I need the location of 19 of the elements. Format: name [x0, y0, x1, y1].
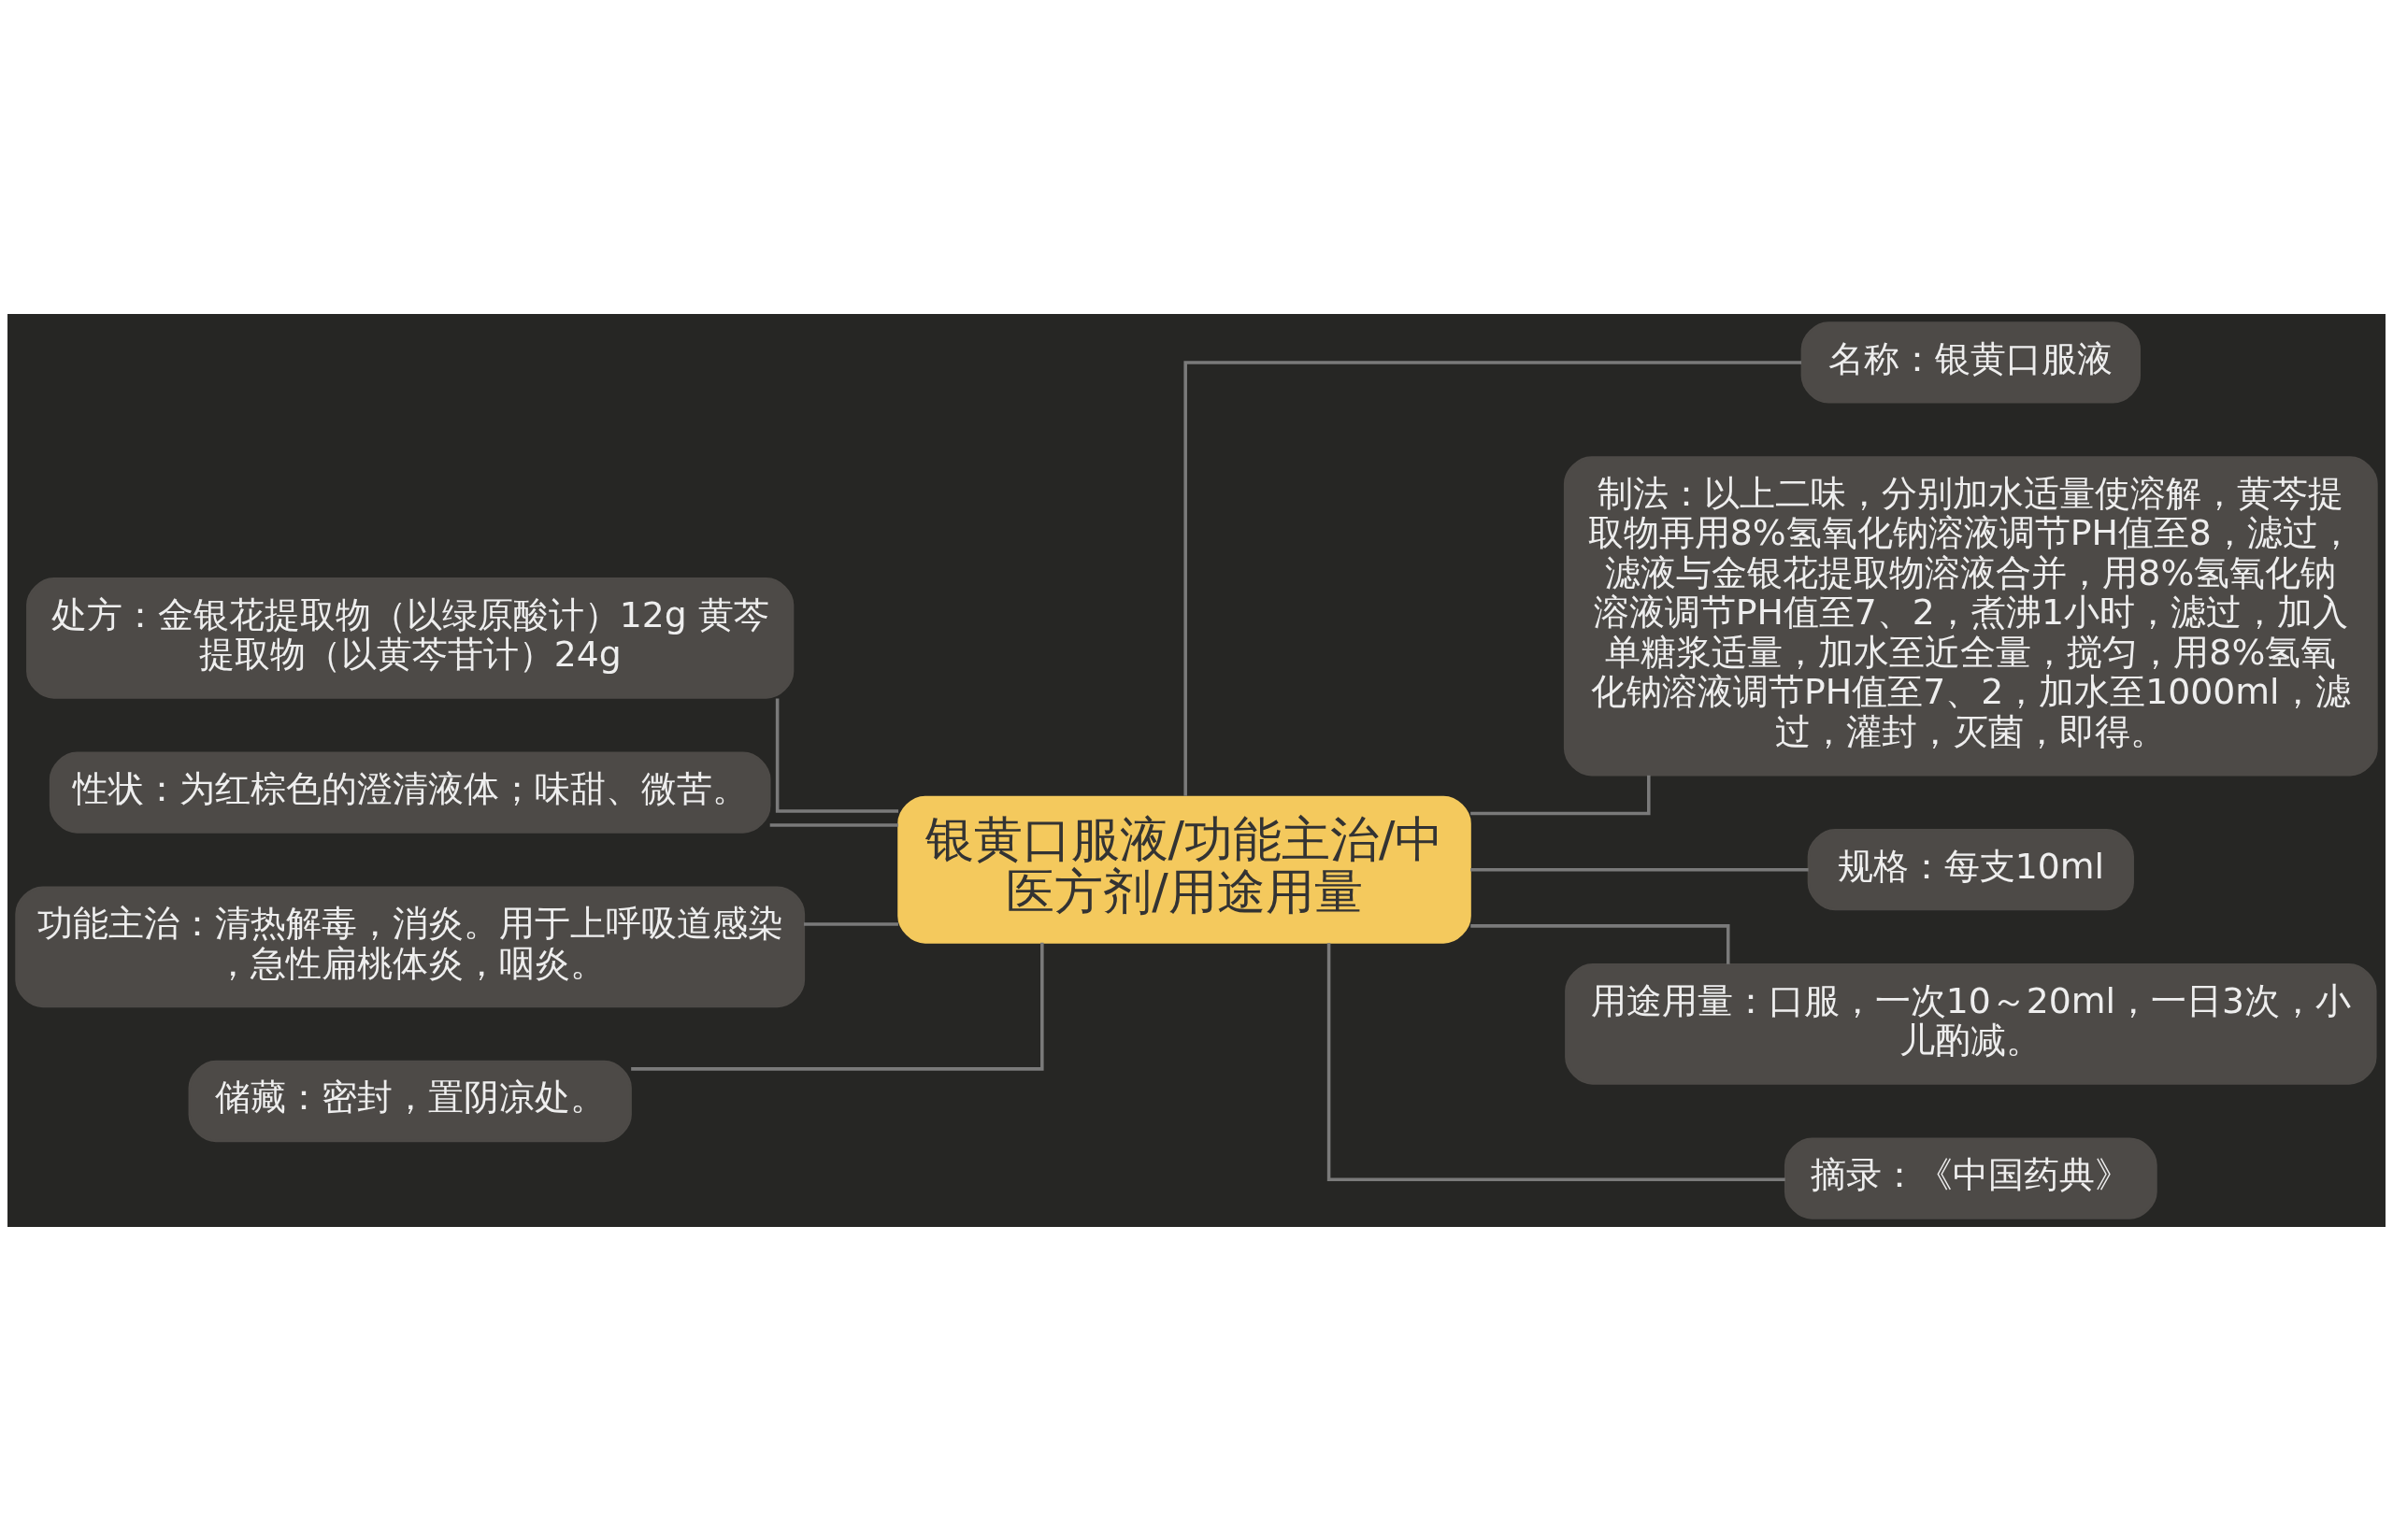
connector [804, 921, 898, 926]
connector [775, 698, 899, 813]
node-box: 功能主治：清热解毒，消炎。用于上呼吸道感染，急性扁桃体炎，咽炎。 [15, 885, 806, 1007]
connector [769, 822, 898, 827]
node-box: 处方：金银花提取物（以绿原酸计）12g 黄芩提取物（以黄芩苷计）24g [26, 577, 795, 699]
connector [1470, 923, 1730, 964]
connector [1183, 360, 1802, 796]
connector [631, 942, 1044, 1071]
node-box: 银黄口服液/功能主治/中医方剂/用途用量 [897, 795, 1471, 944]
node-box: 名称：银黄口服液 [1800, 321, 2142, 404]
node-box: 储藏：密封，置阴凉处。 [188, 1060, 632, 1142]
connector [1470, 867, 1809, 871]
node-box: 摘录：《中国药典》 [1784, 1136, 2157, 1219]
node-box: 规格：每支10ml [1807, 828, 2134, 910]
node-box: 用途用量：口服，一次10～20ml，一日3次，小儿酌减。 [1565, 962, 2377, 1085]
node-box: 制法：以上二味，分别加水适量使溶解，黄芩提取物再用8%氢氧化钠溶液调节PH值至8，滤过，滤液与金银花提取物溶液合并，用8%氢氧化钠溶液调节PH值至7、2，煮沸1小时，滤过，加入单糖浆适量，加水至近全量，搅匀，用8%氢氧化钠溶液调节PH值至7、2，加水至1000ml，滤过，灌封，灭菌，即得。 [1563, 455, 2378, 776]
node-box: 性状：为红棕色的澄清液体；味甜、微苦。 [49, 750, 771, 834]
connector [1470, 775, 1651, 815]
connector [1326, 942, 1785, 1181]
